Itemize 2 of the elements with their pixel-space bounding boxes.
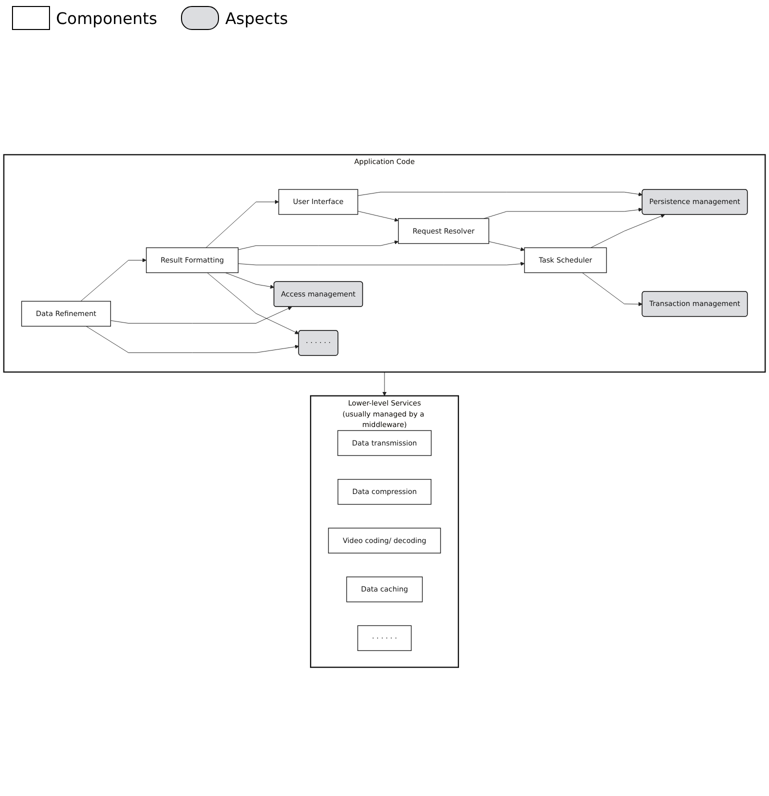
legend-label: Aspects (225, 8, 288, 28)
legend-label: Components (56, 8, 158, 28)
